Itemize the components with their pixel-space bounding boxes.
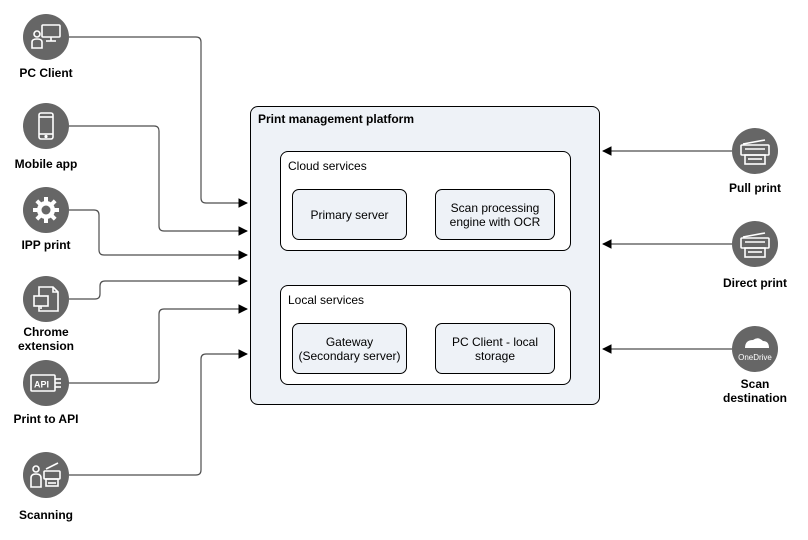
chrome-extension-icon bbox=[33, 286, 59, 312]
primary-server-box[interactable]: Primary server bbox=[292, 189, 407, 240]
connector-print-to-api bbox=[69, 304, 248, 384]
scan-processing-label: Scan processing engine with OCR bbox=[449, 200, 541, 229]
platform-title: Print management platform bbox=[258, 112, 415, 126]
local-services-title: Local services bbox=[288, 293, 365, 307]
svg-text:API: API bbox=[34, 380, 49, 390]
scanning-user-icon bbox=[30, 462, 61, 488]
mobile-app-node[interactable] bbox=[23, 103, 69, 149]
api-icon: API bbox=[30, 374, 61, 392]
scanning-node[interactable] bbox=[23, 452, 69, 498]
cloud-services-title: Cloud services bbox=[288, 159, 367, 173]
connector-pc-client bbox=[69, 36, 248, 208]
pull-print-label: Pull print bbox=[729, 181, 781, 195]
onedrive-cloud-icon: OneDrive bbox=[738, 338, 772, 362]
pc-client-local-label: PC Client - local storage bbox=[451, 334, 539, 363]
primary-server-label: Primary server bbox=[310, 207, 389, 222]
svg-text:OneDrive: OneDrive bbox=[738, 353, 772, 362]
scan-destination-label: Scan destination bbox=[722, 377, 787, 405]
chrome-extension-node[interactable] bbox=[23, 276, 69, 322]
gear-icon bbox=[33, 197, 59, 223]
ipp-print-node[interactable] bbox=[23, 187, 69, 233]
connector-scanning bbox=[69, 349, 248, 476]
print-to-api-node[interactable]: API bbox=[23, 360, 69, 406]
connector-ipp-print bbox=[69, 209, 248, 260]
pc-client-local-box[interactable]: PC Client - local storage bbox=[435, 323, 555, 374]
pc-client-label: PC Client bbox=[19, 66, 73, 80]
pc-client-icon bbox=[31, 24, 61, 49]
ipp-print-label: IPP print bbox=[21, 238, 71, 252]
scan-destination-node[interactable]: OneDrive bbox=[732, 326, 778, 372]
gateway-label: Gateway (Secondary server) bbox=[298, 334, 401, 363]
pc-client-node[interactable] bbox=[23, 14, 69, 60]
scanning-label: Scanning bbox=[18, 508, 73, 522]
pull-print-node[interactable] bbox=[732, 128, 778, 174]
gateway-box[interactable]: Gateway (Secondary server) bbox=[292, 323, 407, 374]
connector-mobile-app bbox=[69, 125, 248, 236]
scan-processing-box[interactable]: Scan processing engine with OCR bbox=[435, 189, 555, 240]
chrome-extension-label: Chrome extension bbox=[17, 325, 74, 353]
direct-print-node[interactable] bbox=[732, 221, 778, 267]
mobile-phone-icon bbox=[38, 112, 54, 140]
mobile-app-label: Mobile app bbox=[14, 157, 78, 171]
connector-chrome-extension bbox=[69, 276, 248, 300]
direct-print-label: Direct print bbox=[722, 276, 787, 290]
print-to-api-label: Print to API bbox=[13, 412, 79, 426]
printer-icon bbox=[740, 232, 770, 258]
printer-icon bbox=[740, 139, 770, 165]
